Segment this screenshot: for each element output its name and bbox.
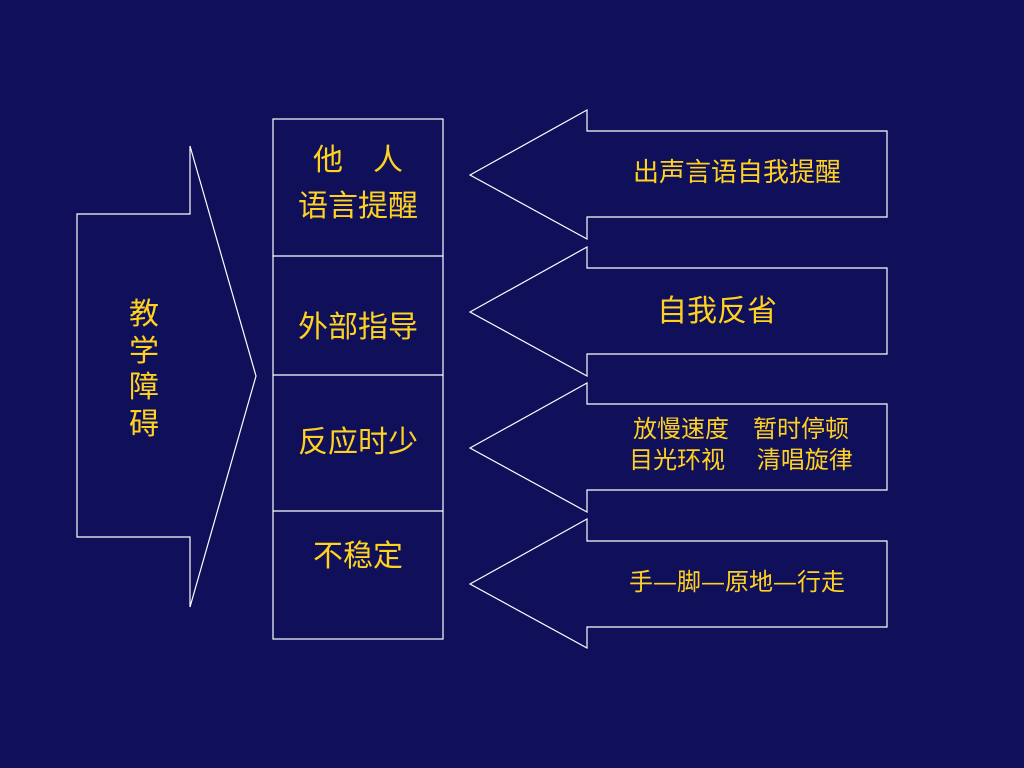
right-arrow-line: 目光环视 清唱旋律	[629, 446, 853, 475]
right-arrow-label-3: 放慢速度 暂时停顿 目光环视 清唱旋律	[591, 414, 891, 476]
middle-box-label-2: 外部指导	[273, 307, 443, 349]
middle-box-line: 不稳定	[313, 539, 403, 574]
middle-box-line: 反应时少	[298, 425, 418, 460]
obstacle-char: 碍	[129, 406, 159, 442]
obstacle-char: 教	[129, 297, 159, 332]
middle-box-label-1: 他 人 语言提醒	[273, 140, 443, 228]
right-arrow-line: 放慢速度 暂时停顿	[633, 415, 849, 443]
middle-box-label-3: 反应时少	[273, 422, 443, 464]
middle-box-line: 他 人	[313, 143, 403, 178]
middle-box-line: 语言提醒	[298, 189, 418, 224]
right-arrow-line: 自我反省	[657, 294, 777, 329]
right-arrow-shape-2	[468, 245, 888, 378]
right-arrow-shape-1	[468, 108, 888, 241]
right-arrow-line: 出声言语自我提醒	[632, 158, 841, 188]
right-arrow-shape-4	[468, 517, 888, 650]
right-arrow-line: 手—脚—原地—行走	[629, 568, 845, 596]
right-arrow-shape-3	[468, 381, 888, 514]
right-arrow-label-2: 自我反省	[567, 291, 867, 333]
right-arrow-label-1: 出声言语自我提醒	[587, 155, 887, 191]
obstacle-char: 障	[129, 370, 159, 406]
obstacle-char: 学	[129, 333, 159, 369]
middle-box-line: 外部指导	[298, 310, 418, 345]
middle-box-frame	[272, 118, 444, 640]
obstacle-label: 教 学 障 碍	[124, 297, 164, 443]
obstacle-arrow-shape	[76, 145, 257, 608]
middle-box-label-4: 不稳定	[273, 536, 443, 578]
right-arrow-label-4: 手—脚—原地—行走	[587, 566, 887, 600]
